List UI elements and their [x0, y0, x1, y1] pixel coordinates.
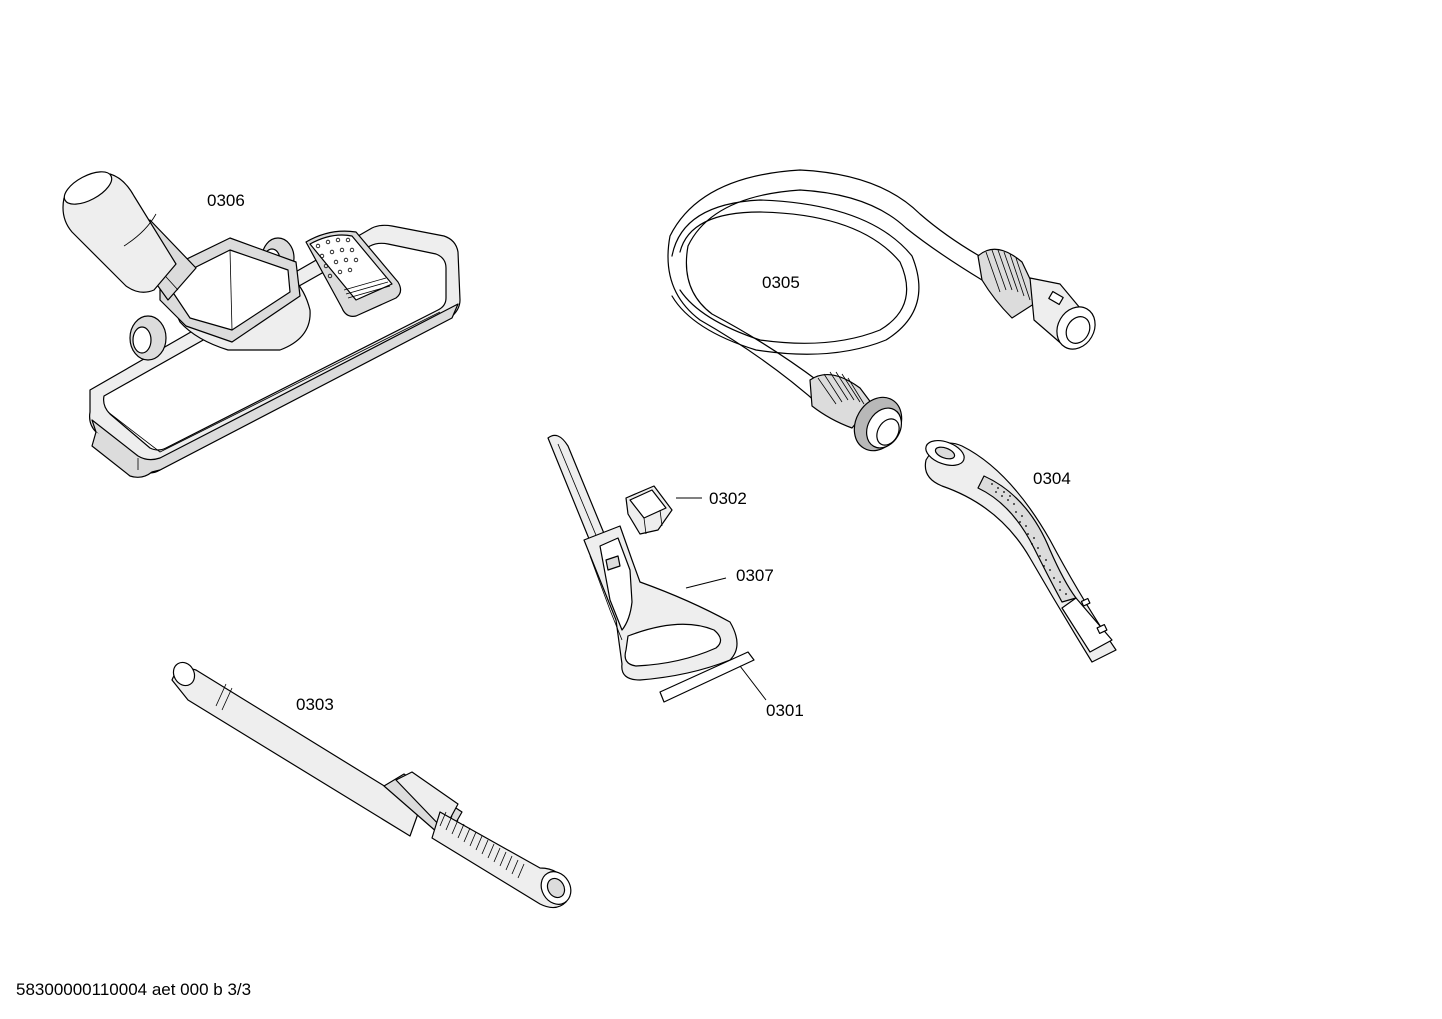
- part-label-0301: 0301: [766, 701, 804, 720]
- part-label-0304: 0304: [1033, 469, 1071, 488]
- part-label-0305: 0305: [762, 273, 800, 292]
- part-label-0302: 0302: [709, 489, 747, 508]
- telescopic-tube-drawing: [171, 661, 572, 909]
- upholstery-tool-drawing: [547, 434, 738, 681]
- clip-drawing: [625, 485, 673, 535]
- part-label-0307: 0307: [736, 566, 774, 585]
- strip-drawing: [659, 651, 755, 703]
- handle-drawing: [924, 440, 1117, 663]
- drawing-reference-footer: 58300000110004 aet 000 b 3/3: [16, 980, 252, 999]
- floor-nozzle-drawing: [62, 171, 461, 478]
- hose-drawing: [667, 169, 1096, 452]
- part-label-0306: 0306: [207, 191, 245, 210]
- leader-lines: [676, 497, 767, 701]
- part-label-0303: 0303: [296, 695, 334, 714]
